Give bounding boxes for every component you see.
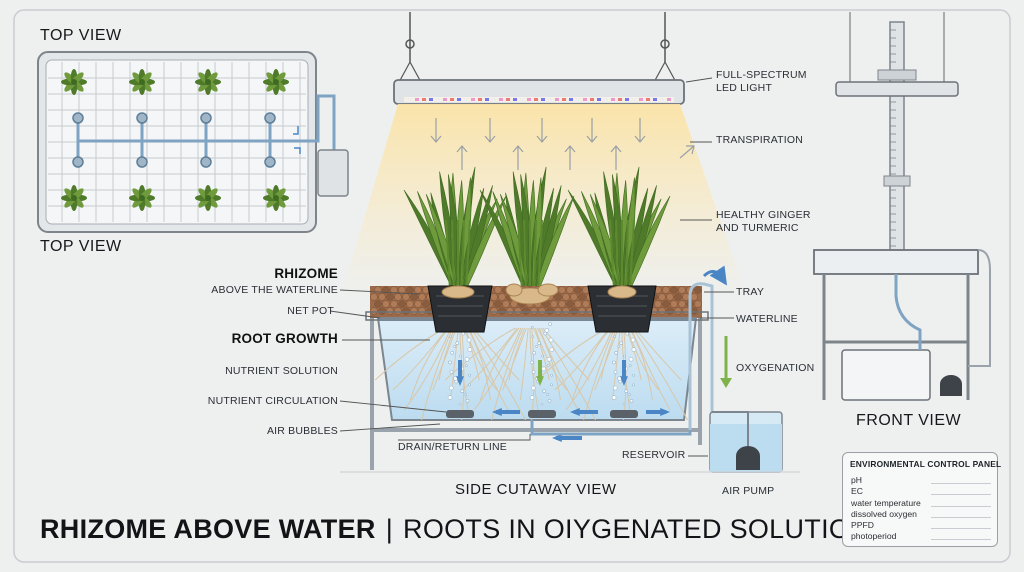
control-panel-row: dissolved oxygen bbox=[851, 509, 991, 519]
label-above-waterline: ABOVE THE WATERLINE bbox=[211, 284, 338, 296]
environmental-control-panel: ENVIRONMENTAL CONTROL PANEL pH EC water … bbox=[842, 452, 1002, 547]
control-panel-row: pH bbox=[851, 475, 991, 485]
control-panel-title: ENVIRONMENTAL CONTROL PANEL bbox=[850, 459, 1002, 469]
label-tray: TRAY bbox=[736, 286, 765, 298]
control-panel-row: water temperature bbox=[851, 498, 991, 508]
front-view-title: FRONT VIEW bbox=[856, 412, 962, 429]
label-air-bubbles: AIR BUBBLES bbox=[266, 425, 338, 437]
label-oxygenation: OXYGENATION bbox=[736, 362, 815, 374]
label-net-pot: NET POT bbox=[287, 305, 334, 317]
headline-bold: RHIZOME ABOVE WATER bbox=[40, 514, 376, 544]
control-panel-row-label: PPFD bbox=[851, 520, 874, 530]
label-led-light-1: FULL-SPECTRUM bbox=[716, 69, 807, 81]
label-drain-return: DRAIN/RETURN LINE bbox=[398, 441, 507, 453]
label-waterline: WATERLINE bbox=[736, 313, 798, 325]
control-panel-row-label: EC bbox=[851, 486, 863, 496]
front-view-drawing bbox=[813, 12, 991, 401]
control-panel-row: EC bbox=[851, 486, 991, 496]
label-nutrient-circulation: NUTRIENT CIRCULATION bbox=[207, 395, 338, 407]
headline-separator: | bbox=[385, 514, 394, 544]
top-view-drawing bbox=[37, 51, 349, 233]
label-healthy-plants-2: AND TURMERIC bbox=[716, 222, 799, 234]
label-root-growth: ROOT GROWTH bbox=[231, 331, 338, 346]
control-panel-row-label: water temperature bbox=[851, 498, 921, 508]
control-panel-row-label: pH bbox=[851, 475, 862, 485]
control-panel-row-label: photoperiod bbox=[851, 531, 897, 541]
outer-frame bbox=[13, 9, 1011, 563]
label-led-light-2: LED LIGHT bbox=[716, 82, 773, 94]
top-view-title-lower: TOP VIEW bbox=[40, 238, 122, 255]
label-reservoir: RESERVOIR bbox=[622, 449, 686, 461]
top-view-title-upper: TOP VIEW bbox=[40, 27, 122, 44]
label-transpiration: TRANSPIRATION bbox=[716, 134, 803, 146]
label-nutrient-solution: NUTRIENT SOLUTION bbox=[225, 365, 338, 377]
side-view-title: SIDE CUTAWAY VIEW bbox=[455, 481, 617, 498]
ginger-turmeric-plants bbox=[403, 166, 671, 293]
label-rhizome: RHIZOME bbox=[274, 266, 338, 281]
light-arrows bbox=[430, 118, 646, 170]
label-healthy-plants-1: HEALTHY GINGER bbox=[716, 209, 811, 221]
led-light bbox=[393, 12, 685, 105]
headline: RHIZOME ABOVE WATER | ROOTS IN OIYGENATED … bbox=[40, 514, 870, 545]
control-panel-row: PPFD bbox=[851, 520, 991, 530]
label-air-pump: AIR PUMP bbox=[722, 485, 775, 497]
leader-lines bbox=[329, 77, 734, 457]
control-panel-row: photoperiod bbox=[851, 531, 991, 541]
headline-regular: ROOTS IN OIYGENATED SOLUTION bbox=[403, 514, 870, 544]
control-panel-row-label: dissolved oxygen bbox=[851, 509, 917, 519]
